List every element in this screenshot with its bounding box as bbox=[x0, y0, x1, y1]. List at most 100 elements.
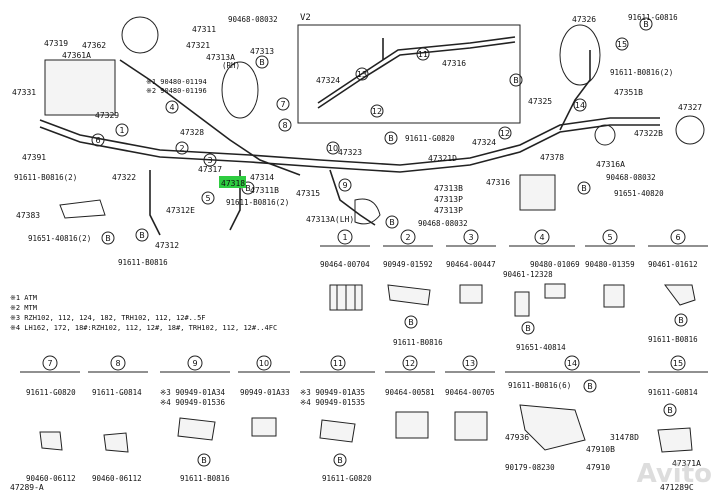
v2-part-47324: 47324 bbox=[316, 76, 340, 85]
svg-text:7: 7 bbox=[280, 100, 285, 109]
group-2-part-0: 90949-01592 bbox=[383, 260, 433, 269]
part-91611-G0820: 91611-G0820 bbox=[405, 134, 455, 143]
part-47362: 47362 bbox=[82, 41, 106, 50]
main-callouts: 1 2 3 4 8 9 10 12 14 15 5 6 7 11 13 12 bbox=[91, 37, 629, 205]
svg-text:8: 8 bbox=[282, 121, 287, 130]
group-4-part-1: 90461-12328 bbox=[503, 270, 553, 279]
v2-part-47316: 47316 bbox=[442, 59, 466, 68]
group-15-part-0: 91611-G0814 bbox=[648, 388, 698, 397]
group-3: 3 90464-00447 bbox=[446, 229, 496, 304]
note-4: ※4 LH162, 172, 18#:RZH102, 112, 12#, 18#… bbox=[10, 324, 277, 332]
part-47391: 47391 bbox=[22, 153, 46, 162]
svg-text:14: 14 bbox=[567, 359, 577, 368]
group-6-part-0: 90461-01612 bbox=[648, 260, 698, 269]
group-14: 14 91611-B0816(6) B 47936 47910B 47910 3… bbox=[505, 355, 640, 472]
svg-text:10: 10 bbox=[328, 144, 338, 153]
group-7-part-1: 90460-06112 bbox=[26, 474, 76, 483]
part-90480-01196: ※2 90480-01196 bbox=[146, 87, 207, 95]
svg-text:B: B bbox=[678, 316, 684, 325]
part-47313A-rh: 47313A bbox=[206, 53, 235, 62]
svg-text:B: B bbox=[245, 184, 251, 193]
clamp-90461-01612 bbox=[664, 284, 696, 306]
part-47327: 47327 bbox=[678, 103, 702, 112]
svg-text:7: 7 bbox=[47, 359, 52, 368]
part-47312E: 47312E bbox=[166, 206, 195, 215]
svg-text:B: B bbox=[105, 234, 111, 243]
group-1-part-0: 90464-00704 bbox=[320, 260, 370, 269]
svg-text:14: 14 bbox=[575, 101, 585, 110]
part-90480-01194: ※1 90480-01194 bbox=[146, 78, 207, 86]
lh-hose-47313A bbox=[354, 198, 381, 225]
part-47314: 47314 bbox=[250, 173, 274, 182]
svg-text:B: B bbox=[587, 382, 593, 391]
svg-text:13: 13 bbox=[357, 70, 367, 79]
upper-pipe bbox=[119, 59, 301, 176]
group-14-part-1: 47936 bbox=[505, 433, 529, 442]
rear-joint bbox=[594, 124, 616, 146]
group-14-part-0: 91611-B0816(6) bbox=[508, 381, 571, 390]
rh-note: (RH) bbox=[222, 61, 240, 70]
group-15: 15 91611-G0814 B 47371A bbox=[648, 355, 708, 468]
part-47311B: 47311B bbox=[250, 186, 279, 195]
part-47318-highlighted: 47318 bbox=[221, 179, 245, 188]
part-91611-B0816-2: 91611-B0816(2) bbox=[14, 173, 77, 182]
group-8: 8 91611-G0814 90460-06112 bbox=[88, 355, 148, 483]
v2-pipe-secondary bbox=[317, 36, 516, 104]
part-47322: 47322 bbox=[112, 173, 136, 182]
svg-text:B: B bbox=[525, 324, 531, 333]
group-14-part-4: 31478D bbox=[610, 433, 639, 442]
part-91651-40820: 91651-40820 bbox=[614, 189, 664, 198]
part-47313B: 47313B bbox=[434, 184, 463, 193]
svg-text:9: 9 bbox=[342, 181, 347, 190]
b-reference-markers: B B B B B B B B B bbox=[101, 17, 653, 245]
svg-text:6: 6 bbox=[95, 136, 100, 145]
part-47317: 47317 bbox=[198, 165, 222, 174]
group-15-part-1: 47371A bbox=[672, 459, 701, 468]
svg-text:B: B bbox=[581, 184, 587, 193]
group-5-part-0: 90480-01359 bbox=[585, 260, 635, 269]
svg-text:15: 15 bbox=[673, 359, 683, 368]
svg-text:B: B bbox=[389, 218, 395, 227]
part-47351B: 47351B bbox=[614, 88, 643, 97]
group-4-part-2: 91651-40814 bbox=[516, 343, 566, 352]
main-pipe-2 bbox=[39, 124, 660, 173]
svg-text:B: B bbox=[513, 76, 519, 85]
group-8-part-1: 90460-06112 bbox=[92, 474, 142, 483]
part-47329: 47329 bbox=[95, 111, 119, 120]
part-47313P-2: 47313P bbox=[434, 206, 463, 215]
svg-text:12: 12 bbox=[500, 129, 510, 138]
clamp-group-13 bbox=[454, 411, 488, 441]
front-hose-loop bbox=[221, 61, 259, 119]
svg-text:15: 15 bbox=[617, 40, 627, 49]
group-4-part-0: 90480-01069 bbox=[530, 260, 580, 269]
bracket-47371A bbox=[657, 427, 693, 453]
group-12: 12 90464-00581 bbox=[385, 355, 435, 439]
svg-text:B: B bbox=[388, 134, 394, 143]
svg-text:11: 11 bbox=[418, 50, 428, 59]
svg-text:B: B bbox=[201, 456, 207, 465]
note-2: ※2 MTM bbox=[10, 304, 37, 312]
part-91651-40816-2: 91651-40816(2) bbox=[28, 234, 91, 243]
svg-text:B: B bbox=[643, 20, 649, 29]
svg-text:2: 2 bbox=[179, 144, 184, 153]
clip-90461-12328 bbox=[514, 291, 530, 317]
rear-caliper bbox=[675, 115, 705, 145]
svg-text:12: 12 bbox=[405, 359, 415, 368]
group-2-part-1: 91611-B0816 bbox=[393, 338, 443, 347]
svg-text:3: 3 bbox=[207, 156, 212, 165]
part-90468-08032: 90468-08032 bbox=[228, 15, 278, 24]
rear-hose-loop bbox=[559, 24, 601, 86]
grommet-90480-01359 bbox=[603, 284, 625, 308]
group-7: 7 91611-G0820 90460-06112 bbox=[20, 355, 80, 483]
svg-text:B: B bbox=[667, 406, 673, 415]
group-3-part-0: 90464-00447 bbox=[446, 260, 496, 269]
svg-text:8: 8 bbox=[115, 359, 120, 368]
group-11-part-0: ※3 90949-01A35 bbox=[300, 388, 365, 397]
part-47312: 47312 bbox=[155, 241, 179, 250]
group-4: 4 90480-01069 90461-12328 B 91651-40814 bbox=[503, 229, 580, 352]
part-91611-B0816: 91611-B0816 bbox=[118, 258, 168, 267]
group-9-part-2: 91611-B0816 bbox=[180, 474, 230, 483]
part-91611-B0816-2b: 91611-B0816(2) bbox=[226, 198, 289, 207]
part-47326: 47326 bbox=[572, 15, 596, 24]
